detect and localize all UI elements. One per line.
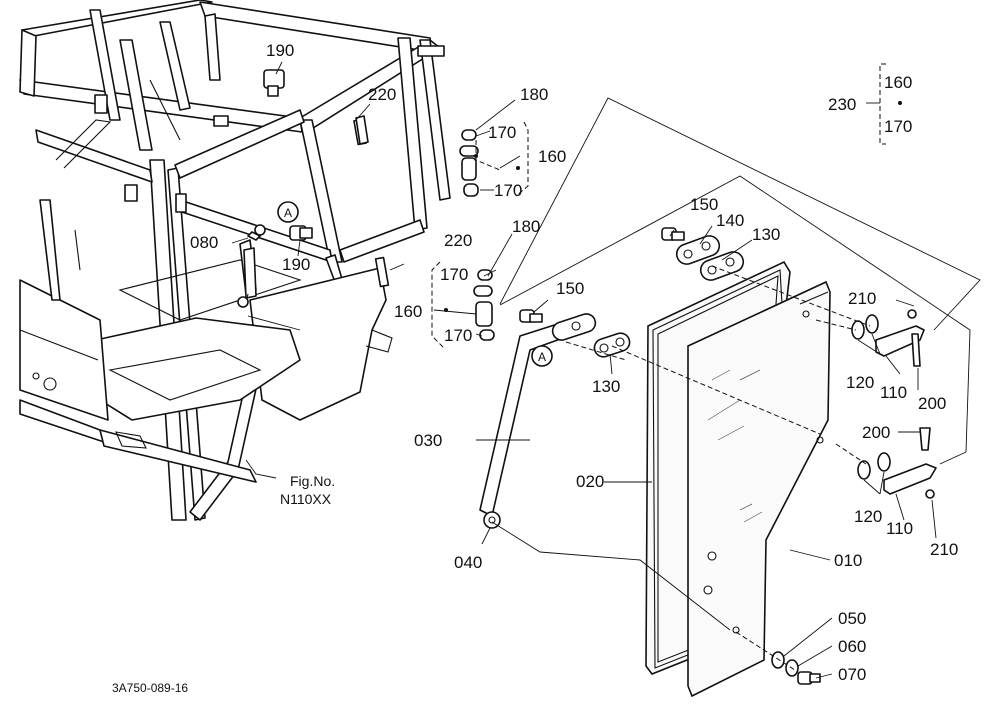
label-160-mid: 160 (394, 302, 422, 321)
label-120-lower: 120 (854, 507, 882, 526)
label-210-lower: 210 (930, 540, 958, 559)
bolt-150-upper (661, 227, 685, 241)
door-glass-010 (687, 280, 831, 698)
label-170-mid-lower: 170 (444, 326, 472, 345)
washers-120-lower (857, 452, 891, 480)
bolt-070 (797, 671, 821, 685)
bolt-190-top (263, 69, 285, 97)
callout-a-lower: A (531, 345, 553, 367)
part-labels: 190 220 180 170 160 170 080 190 220 180 … (190, 41, 958, 684)
label-130-upper: 130 (752, 225, 780, 244)
nut-050 (771, 651, 785, 669)
label-080: 080 (190, 233, 218, 252)
figure-reference: Fig.No. N110XX (280, 473, 335, 507)
group-bracket-230 (866, 63, 886, 145)
label-060: 060 (838, 637, 866, 656)
callout-a-upper-text: A (284, 206, 292, 220)
label-200-upper: 200 (918, 394, 946, 413)
figure-ref-line2: N110XX (280, 491, 332, 507)
label-190-mid: 190 (282, 255, 310, 274)
label-070: 070 (838, 665, 866, 684)
label-180-top: 180 (520, 85, 548, 104)
label-190-top: 190 (266, 41, 294, 60)
drawing-code: 3A750-089-16 (112, 681, 188, 695)
label-220-top: 220 (368, 85, 396, 104)
label-170-top-lower: 170 (494, 181, 522, 200)
group-230-bottom: 170 (884, 117, 912, 136)
label-180-mid: 180 (512, 217, 540, 236)
handle-030 (479, 313, 597, 529)
hinge-bracket-110-upper (875, 309, 925, 367)
gas-strut-080 (237, 224, 266, 308)
label-040: 040 (454, 553, 482, 572)
group-230: 230 160 170 (828, 73, 912, 136)
callout-a-lower-text: A (538, 350, 546, 364)
label-130-lower: 130 (592, 377, 620, 396)
group-230-label: 230 (828, 95, 856, 114)
callout-a-upper: A (277, 201, 299, 223)
group-230-top: 160 (884, 73, 912, 92)
label-150-lower: 150 (556, 279, 584, 298)
label-160-top: 160 (538, 147, 566, 166)
label-110-upper: 110 (880, 383, 907, 402)
label-020: 020 (576, 472, 604, 491)
hinge-bracket-110-lower (883, 427, 937, 499)
hinge-group-brackets (431, 101, 902, 349)
label-150-upper: 150 (690, 195, 718, 214)
plate-130-lower (593, 332, 631, 358)
label-030: 030 (414, 431, 442, 450)
bolt-150-lower (519, 309, 543, 323)
bolt-190-mid (289, 225, 313, 241)
label-170-top: 170 (488, 123, 516, 142)
cab-frame (19, 0, 451, 521)
label-170-mid: 170 (440, 265, 468, 284)
label-110-lower: 110 (886, 519, 913, 538)
leader-lines (231, 61, 981, 679)
label-200-lower: 200 (862, 423, 890, 442)
label-050: 050 (838, 609, 866, 628)
label-010: 010 (834, 551, 862, 570)
label-220-mid: 220 (444, 231, 472, 250)
label-120-upper: 120 (846, 373, 874, 392)
hinge-lower (473, 269, 495, 341)
label-210-upper: 210 (848, 289, 876, 308)
label-140: 140 (716, 211, 744, 230)
washers-120-upper (851, 314, 879, 340)
figure-ref-line1: Fig.No. (290, 473, 335, 489)
plate-140 (675, 235, 721, 265)
hinge-upper (355, 115, 479, 197)
